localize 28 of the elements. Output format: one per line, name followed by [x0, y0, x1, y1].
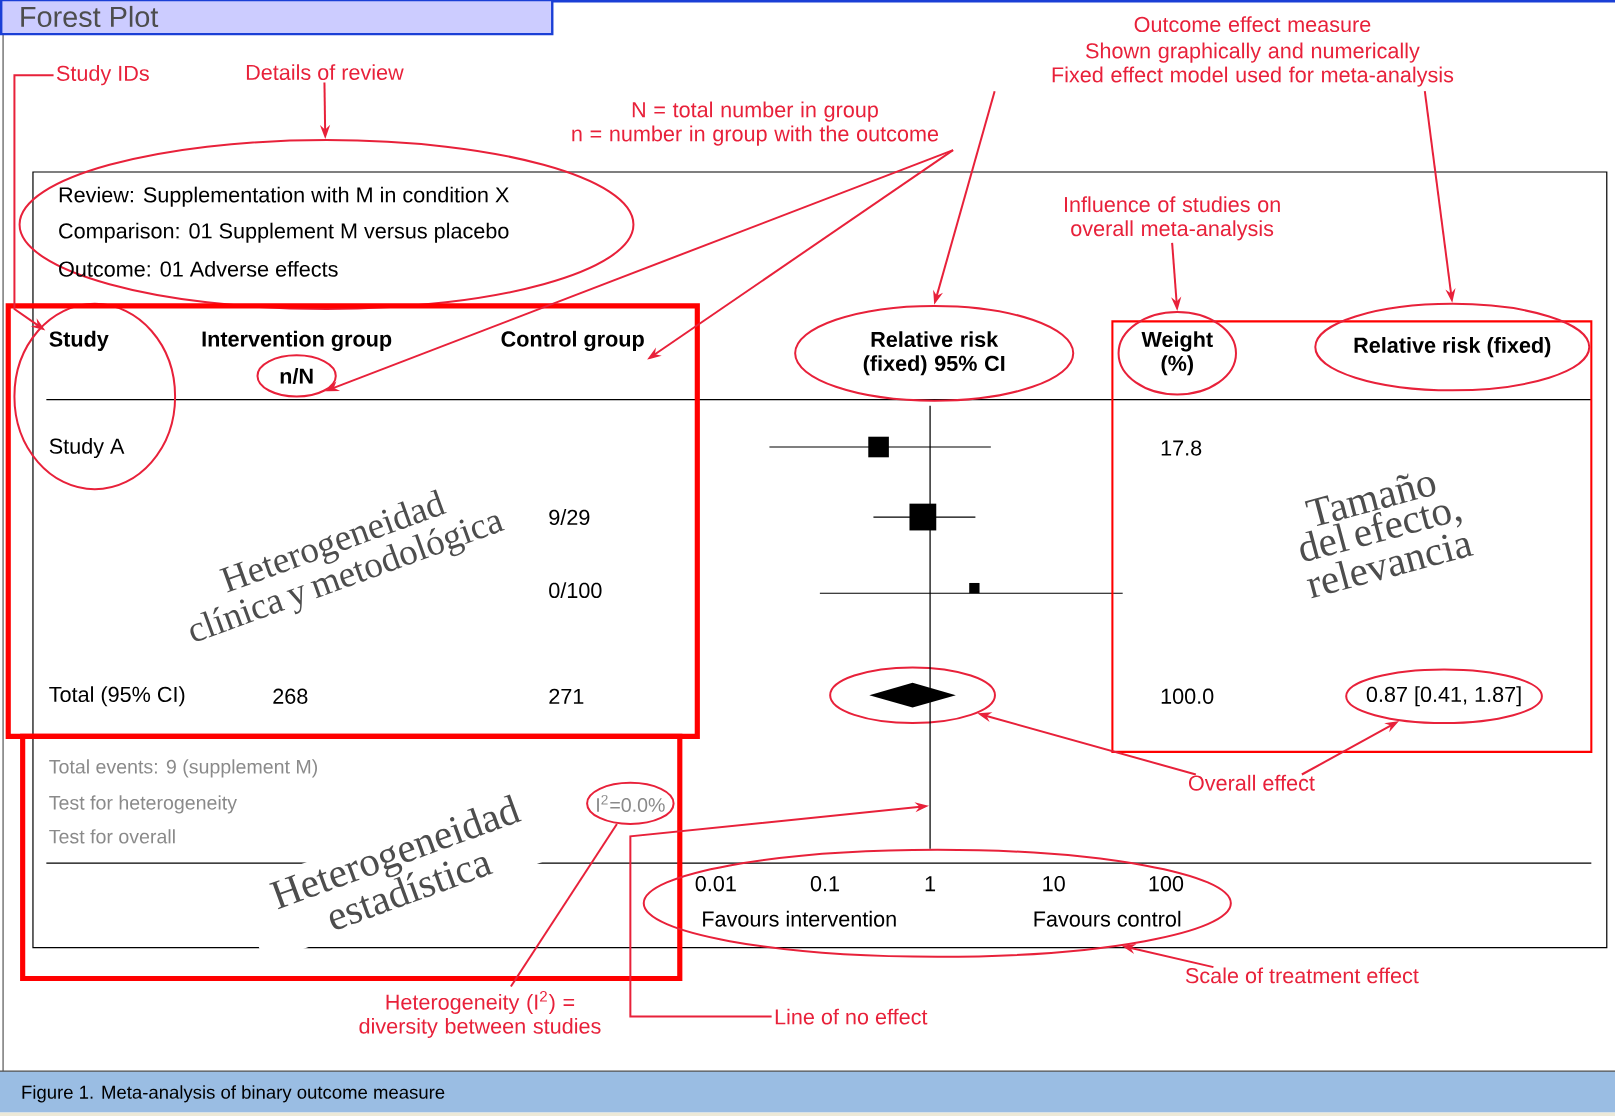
annotation-text: Overall effect [1189, 774, 1315, 791]
annotation-text: Study IDs [56, 64, 149, 85]
column-header: Study [49, 330, 109, 351]
annotation-text: Heterogeneity (I$^{2}$) = diversity between studies [359, 990, 601, 1038]
annotation-text: Scale of treatment effect [1185, 967, 1419, 984]
leader-line [509, 822, 618, 988]
column-header: Control group [501, 330, 644, 351]
table-cell: 17.8 [1161, 440, 1202, 456]
table-cell: Total (95% CI) [49, 685, 185, 707]
table-cell: 9/29 [549, 508, 590, 525]
summary-text: Test for overall [49, 828, 175, 844]
caption-band: Figure 1. Meta-analysis of binary outcome measure [0, 1070, 1615, 1113]
title-box: Forest Plot [0, 0, 554, 36]
summary-text: Total events: 9 (supplement M) [49, 759, 317, 778]
table-cell: Study A [49, 437, 125, 458]
summary-text: Test for heterogeneity [49, 795, 237, 814]
table-cell: 0/100 [549, 582, 602, 598]
annotation-text: Details of review [246, 63, 404, 80]
annotation-text: Influence of studies on overall meta-analysis [1064, 196, 1280, 241]
summary-diamond [829, 666, 996, 724]
table-cell: 100.0 [1161, 688, 1214, 704]
table-cell: 268 [273, 688, 308, 704]
no-effect-line [929, 405, 931, 849]
annotation-text: Outcome effect measure Shown graphically and numerically Fixed effect model used for meta-analysis [1052, 16, 1454, 87]
column-header: Intervention group [202, 330, 392, 351]
axis-scale: 0.01 0.1 1 10 100 Favours intervention Favours control [642, 848, 1232, 958]
table-cell: 271 [549, 688, 584, 704]
annotation-text: Line of no effect [775, 1008, 928, 1025]
